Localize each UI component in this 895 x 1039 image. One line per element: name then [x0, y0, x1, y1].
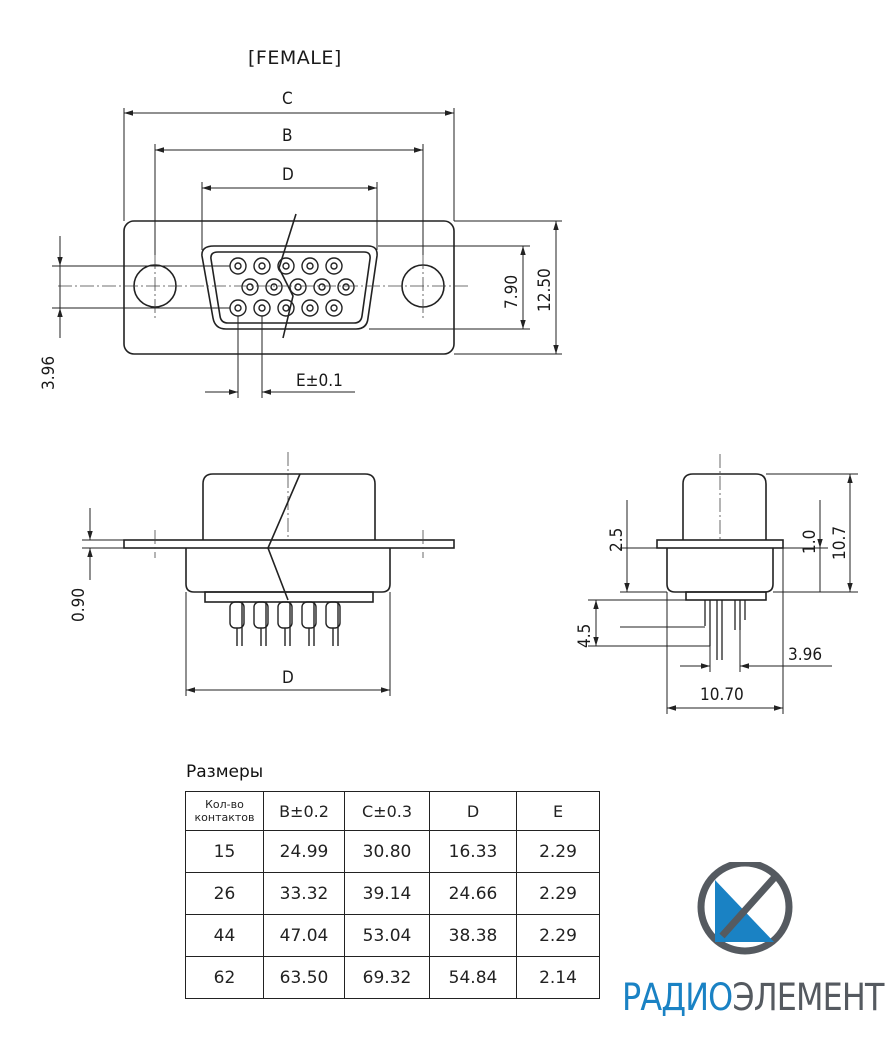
table-row: 44 47.04 53.04 38.38 2.29	[185, 914, 600, 957]
cell-c: 30.80	[344, 830, 430, 873]
table-header-row: Кол-во контактов B±0.2 C±0.3 D E	[185, 791, 600, 831]
dim-label-d-top: D	[282, 165, 294, 185]
flange-outline	[123, 220, 455, 355]
cell-b: 47.04	[263, 914, 345, 957]
dim-label-2-5: 2.5	[607, 528, 627, 552]
side-view: 2.5 1.0 10.7 4.5 3.96 10.70	[575, 454, 858, 714]
cell-d: 24.66	[429, 872, 517, 915]
dim-label-0-90: 0.90	[69, 588, 89, 622]
brand-name: РАДИОЭЛЕМЕНТ	[622, 976, 884, 1019]
dim-label-d-bottom: D	[282, 668, 294, 688]
cell-pins: 26	[185, 872, 264, 915]
table-title: Размеры	[186, 762, 264, 782]
cell-e: 2.29	[516, 914, 600, 957]
header-pin-count: Кол-во контактов	[185, 791, 264, 831]
front-view: 0.90 D	[69, 452, 455, 696]
cell-d: 16.33	[429, 830, 517, 873]
cell-c: 39.14	[344, 872, 430, 915]
dim-label-12-50: 12.50	[535, 268, 555, 312]
cell-e: 2.14	[516, 956, 600, 999]
dim-label-b: B	[282, 126, 293, 146]
cell-pins: 15	[185, 830, 264, 873]
cell-c: 69.32	[344, 956, 430, 999]
header-c: C±0.3	[344, 791, 430, 831]
d-shell-outline	[201, 245, 378, 330]
contacts	[229, 257, 355, 317]
dim-label-4-5: 4.5	[575, 624, 595, 648]
drawing-title: [FEMALE]	[248, 47, 342, 69]
dim-label-10-7: 10.7	[830, 526, 850, 560]
d-shell-inner	[210, 251, 371, 324]
break-line	[278, 213, 297, 339]
cell-b: 24.99	[263, 830, 345, 873]
dimensions-table: Кол-во контактов B±0.2 C±0.3 D E 15 24.9…	[185, 791, 600, 999]
cell-b: 33.32	[263, 872, 345, 915]
dim-label-e: E±0.1	[296, 371, 343, 391]
top-view: [FEMALE]	[39, 47, 562, 398]
cell-d: 38.38	[429, 914, 517, 957]
cell-c: 53.04	[344, 914, 430, 957]
brand-part-2: ЭЛЕМЕНТ	[732, 976, 884, 1019]
cell-e: 2.29	[516, 830, 600, 873]
header-e: E	[516, 791, 600, 831]
table-row: 26 33.32 39.14 24.66 2.29	[185, 872, 600, 915]
brand-logo-icon	[697, 862, 793, 955]
cell-pins: 62	[185, 956, 264, 999]
dim-label-10-70: 10.70	[700, 685, 744, 705]
cell-pins: 44	[185, 914, 264, 957]
cell-d: 54.84	[429, 956, 517, 999]
header-b: B±0.2	[263, 791, 345, 831]
dim-label-1-0: 1.0	[800, 530, 820, 554]
brand-part-1: РАДИО	[622, 976, 733, 1019]
table-row: 15 24.99 30.80 16.33 2.29	[185, 830, 600, 873]
dim-label-3-96-right: 3.96	[788, 645, 822, 665]
header-d: D	[429, 791, 517, 831]
cell-e: 2.29	[516, 872, 600, 915]
dim-label-7-90: 7.90	[502, 275, 522, 309]
dim-label-3-96-left: 3.96	[39, 356, 59, 390]
technical-drawing: [FEMALE]	[39, 47, 858, 714]
cell-b: 63.50	[263, 956, 345, 999]
table-row: 62 63.50 69.32 54.84 2.14	[185, 956, 600, 999]
dim-label-c: C	[282, 89, 293, 109]
